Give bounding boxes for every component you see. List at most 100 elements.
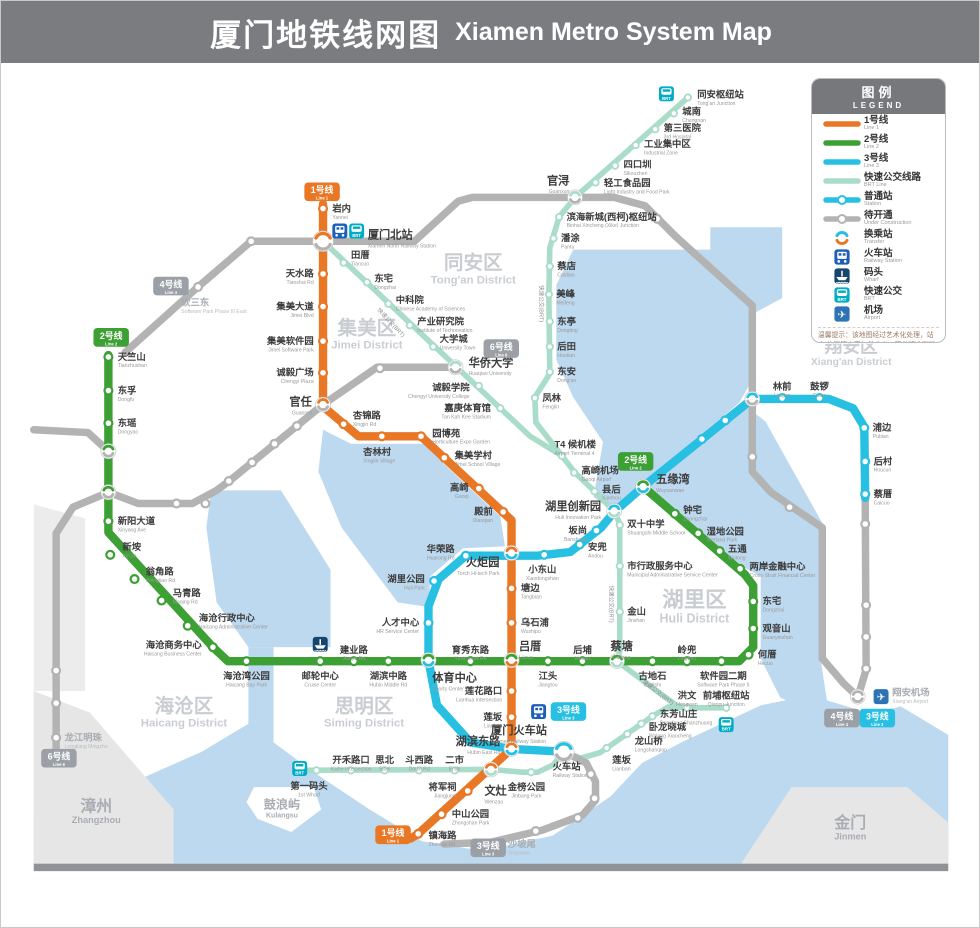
station-label-cn: 坂尚 [568,524,587,535]
svg-text:金门: 金门 [833,813,866,832]
station-label-en: Wutong [728,555,746,561]
station-dot [748,596,759,607]
station-dot [338,419,349,430]
station-dot [716,656,727,667]
station-label-cn: 何厝 [758,648,777,659]
station-label-en: Chinese Academy of Sciences [396,306,466,312]
station-label-en: Ershi [449,766,461,772]
station-dot [474,381,483,390]
station-unnamed [51,698,62,709]
station-label-en: Longshanqiao [635,748,667,754]
brt-icon: BRT [834,286,850,303]
station-dot [246,236,257,247]
station-unnamed [652,213,663,224]
station-label-cn: 莲坂 [612,754,631,765]
station-unnamed [200,498,211,509]
station-label-en: Hubin East Rd [467,750,500,756]
station-label-cn: 美峰 [556,288,575,299]
station-dot [585,769,596,780]
station-label-cn: 工业集中区 [644,138,691,149]
legend-sample [820,172,864,190]
station-label-en: Guluo [813,393,827,399]
station-label-cn: 潘涂 [561,232,580,243]
station-label-en: Municipal Administrative Service Center [627,572,718,578]
station-label-cn: 城南 [682,105,701,116]
svg-text:Line 3: Line 3 [482,852,495,857]
station-label-cn: 湿地公园 [707,525,744,536]
legend-sample [820,134,864,152]
station-label-en: Tangbian [521,595,542,601]
station-label-en: Wetland Park [707,538,738,544]
station-dot [103,516,114,527]
station-dot [814,392,825,404]
station-dot [450,766,459,775]
station-label-en: Software Park Phase III East [181,309,247,315]
station-label-cn: 中科院 [396,294,425,305]
station-dot [530,393,539,403]
station-dot [860,489,871,500]
metro-line-line4-stub [30,426,113,455]
station-label-cn: 县后 [602,483,621,494]
station-unnamed [744,391,761,407]
station-dot [574,539,585,550]
station-unnamed [747,451,758,462]
station-label-cn: 东亭 [557,315,576,326]
svg-text:Huli District: Huli District [660,612,730,626]
station-label-cn: 乌石浦 [521,617,550,628]
station-dot [317,268,329,279]
metro-line-brt-north-tongan [532,94,691,514]
station-dot [784,502,795,513]
svg-text:✈: ✈ [877,692,886,703]
station-label-cn: 杏林村 [362,446,392,457]
station-unnamed [784,502,795,513]
station-label-cn: 林前 [773,381,792,392]
station-dot [545,262,554,271]
station-unnamed [720,415,731,426]
station-label-en: Wushipu [521,629,541,635]
station-label-en: Kaihe Intersection [331,766,372,772]
station-label-en: Jimei School Village [455,462,501,468]
station-label-en: Dong'an [557,378,576,384]
station-label-cn: 金榜公园 [507,781,545,792]
station-label-cn: 体育中心 [432,671,478,685]
station-label-cn: 海沧湾公园 [223,670,270,681]
svg-text:Tong'an District: Tong'an District [431,274,516,286]
station-label-cn: 镇海路 [428,829,457,840]
station-dot [247,457,258,468]
station-label-en: Douxi Rd [409,766,430,772]
station-dot [549,234,558,243]
station-label-cn: 天竺山 [118,351,146,362]
station-dot [346,766,356,775]
station-unnamed [269,438,280,449]
legend-sample: BRT [820,286,864,304]
station-dot [590,487,599,496]
station-label-cn: 厦门火车站 [491,723,547,737]
station-label-en: Lingdou [678,656,696,662]
station-label-cn: 浦边 [873,422,892,433]
